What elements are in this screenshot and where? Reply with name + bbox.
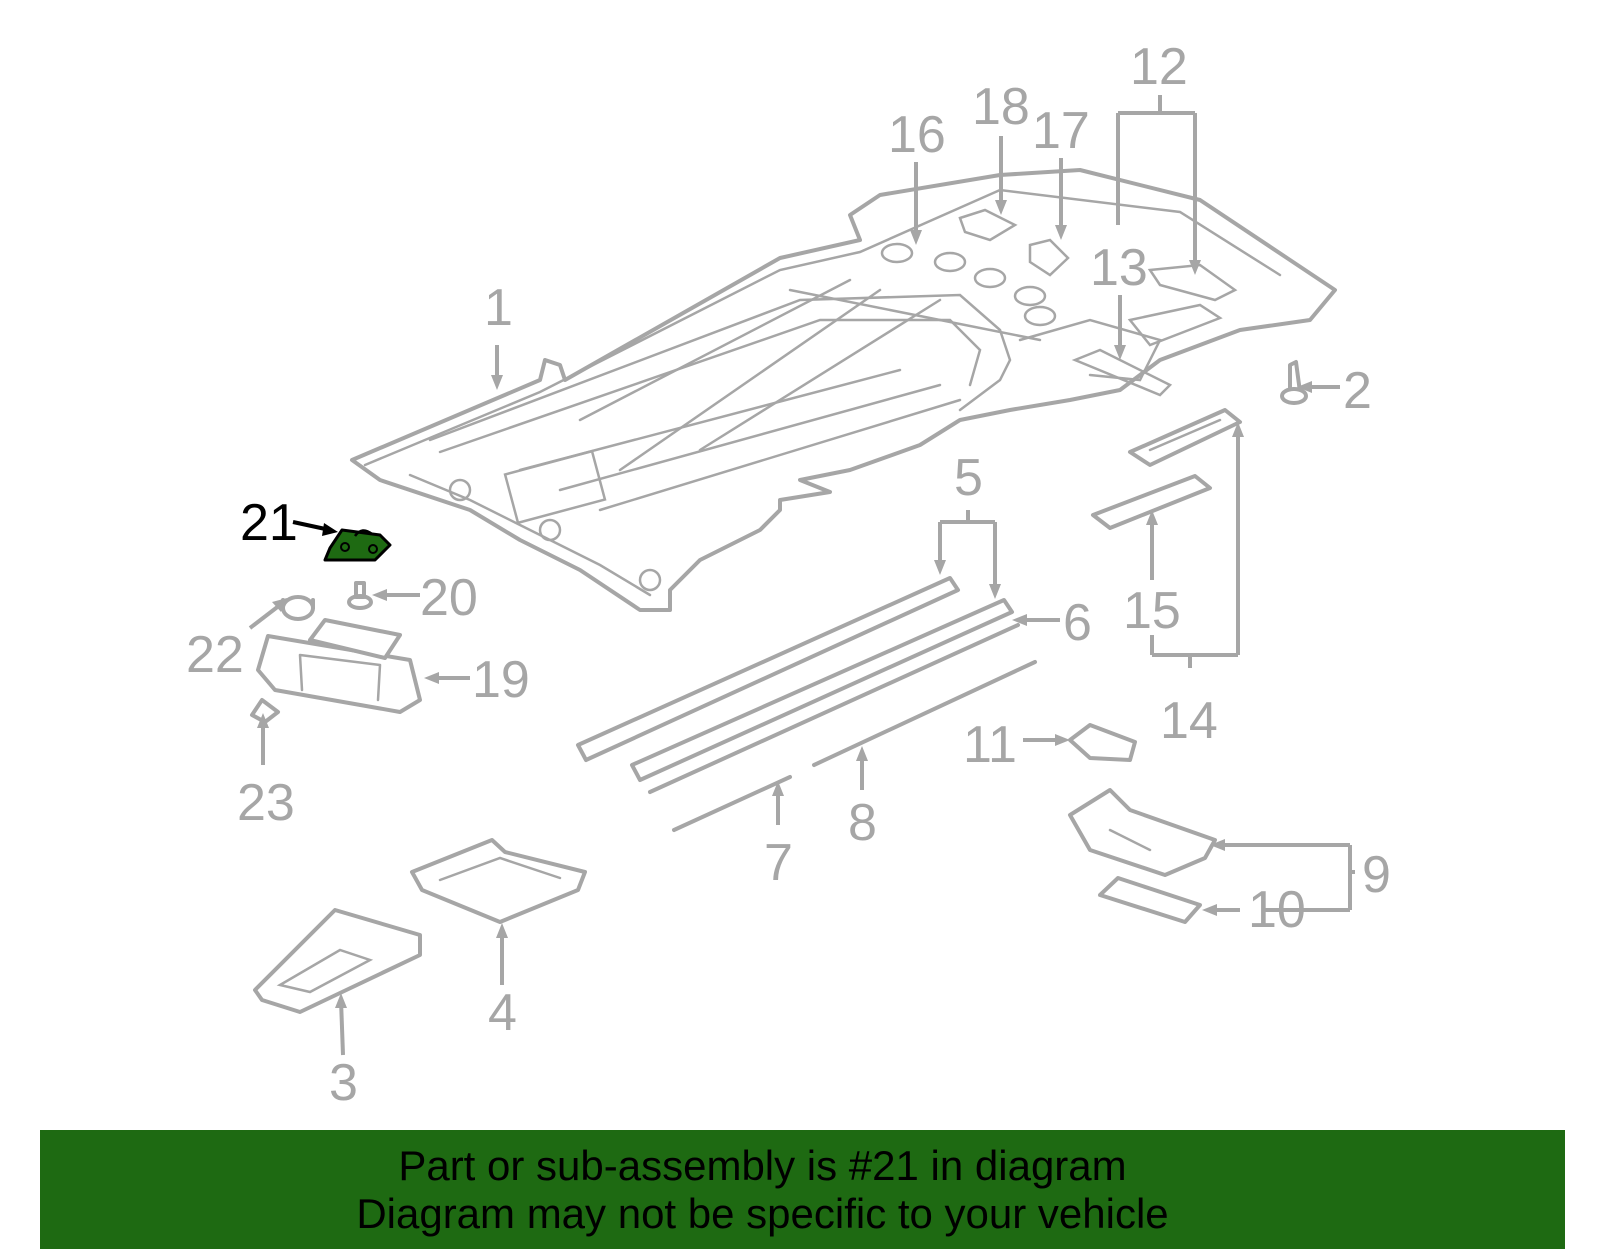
strip-part-6	[648, 623, 1020, 794]
callout-15: 15	[1123, 582, 1181, 640]
callout-19: 19	[472, 651, 530, 709]
callout-5: 5	[954, 449, 983, 507]
callout-20: 20	[420, 569, 478, 627]
callout-14: 14	[1160, 692, 1218, 750]
console-part-3	[253, 908, 422, 1014]
bracket-part-21	[323, 528, 392, 562]
strip-part-8	[812, 660, 1037, 767]
callout-18: 18	[972, 78, 1030, 136]
callout-13: 13	[1090, 239, 1148, 297]
callout-3: 3	[329, 1054, 358, 1112]
info-banner: Part or sub-assembly is #21 in diagram D…	[40, 1130, 1565, 1249]
callout-9: 9	[1362, 846, 1391, 904]
callout-8: 8	[848, 794, 877, 852]
callout-4: 4	[488, 984, 517, 1042]
callout-22: 22	[186, 626, 244, 684]
callout-6: 6	[1063, 594, 1092, 652]
callout-1: 1	[484, 279, 513, 337]
banner-line-2: Diagram may not be specific to your vehi…	[356, 1190, 1169, 1237]
strip-part-5	[576, 576, 1014, 782]
trim-strip-part-15	[1091, 474, 1212, 530]
callout-2: 2	[1343, 362, 1372, 420]
trim-plate-part-14	[1128, 408, 1242, 467]
leader-lines	[248, 95, 1355, 1056]
callout-11: 11	[963, 716, 1017, 774]
lamp-lens-part-10	[1098, 876, 1202, 924]
callout-23: 23	[237, 774, 295, 832]
lamp-part-11	[1068, 723, 1137, 762]
push-pin-part-2	[1280, 360, 1308, 405]
headliner-part	[350, 168, 1337, 612]
console-part-4	[410, 838, 587, 924]
callout-21: 21	[240, 494, 298, 552]
callout-12: 12	[1130, 38, 1188, 96]
cap-part-22	[281, 595, 315, 621]
screw-part-20	[347, 581, 373, 610]
callout-16: 16	[888, 106, 946, 164]
callout-labels: 1 2 3 4 5 6 7 8 9 10 11 12 13 14 15 16 1…	[186, 38, 1391, 1112]
callout-7: 7	[764, 834, 793, 892]
sun-visor-part-19	[256, 618, 422, 714]
banner-line-1: Part or sub-assembly is #21 in diagram	[398, 1142, 1127, 1189]
strip-part-7	[672, 775, 792, 832]
callout-17: 17	[1032, 102, 1090, 160]
callout-10: 10	[1248, 881, 1306, 939]
lamp-housing-part-9	[1068, 788, 1217, 877]
